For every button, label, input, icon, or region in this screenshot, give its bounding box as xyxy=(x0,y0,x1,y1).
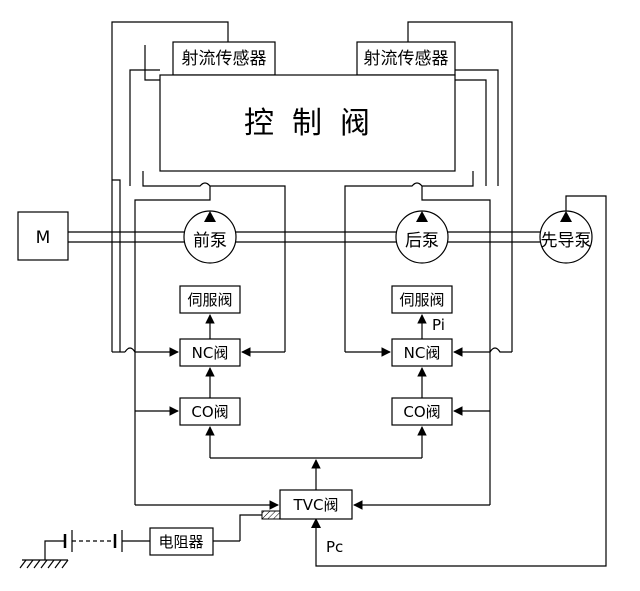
nc-valve-right-label: NC阀 xyxy=(404,344,441,362)
control-valve-box xyxy=(159,74,456,172)
nc-valve-left-box xyxy=(179,338,241,367)
right-sensor-loop-b xyxy=(455,79,487,186)
jet-sensor-left-box xyxy=(172,41,276,76)
left-outer-feedback-line xyxy=(111,21,229,352)
front-pump-label: 前泵 xyxy=(193,231,227,251)
control-valve-label: 控制阀 xyxy=(244,106,388,141)
rear-pump-arrow-icon xyxy=(416,211,428,222)
right-pump-housing-line xyxy=(344,171,474,352)
ground-icon xyxy=(19,559,69,569)
resistor-label: 电阻器 xyxy=(158,533,203,551)
servo-valve-right-label: 伺服阀 xyxy=(399,291,444,309)
pilot-pump-label: 先导泵 xyxy=(541,231,592,251)
pc-arrow-icon xyxy=(311,518,321,528)
ground-wire xyxy=(44,540,65,560)
right-nc-feed-right xyxy=(453,347,512,357)
front-pump-arrow-icon xyxy=(204,211,216,222)
co-valve-left-box xyxy=(179,397,241,426)
jet-sensor-right-label: 射流传感器 xyxy=(364,49,449,69)
rear-pump-label: 后泵 xyxy=(405,231,439,251)
motor-box xyxy=(17,211,69,261)
motor-label: M xyxy=(36,228,51,248)
pilot-pressure-line xyxy=(315,195,607,567)
right-sensor-loop xyxy=(455,69,499,186)
left-pump-housing-line xyxy=(142,171,286,352)
co-valve-right-box xyxy=(391,397,453,426)
tvc-valve-label: TVC阀 xyxy=(293,496,339,514)
resistor-to-solenoid-line xyxy=(239,514,262,541)
left-inner-line-a xyxy=(112,179,121,352)
jet-sensor-right-box xyxy=(356,41,456,76)
left-pump-inner-line xyxy=(134,186,211,352)
right-outer-feedback-line xyxy=(407,21,513,352)
nc-valve-right-box xyxy=(391,338,453,367)
pc-label: Pc xyxy=(326,538,343,556)
left-nc-feed-b xyxy=(124,347,179,357)
co-valve-right-label: CO阀 xyxy=(403,403,440,421)
pi-label: Pi xyxy=(432,316,445,334)
tvc-valve-box xyxy=(279,489,353,520)
co-valve-left-label: CO阀 xyxy=(191,403,228,421)
jet-sensor-left-label: 射流传感器 xyxy=(182,49,267,69)
pilot-pump-arrow-icon xyxy=(560,211,572,222)
left-sensor-loop xyxy=(129,69,160,186)
servo-valve-left-label: 伺服阀 xyxy=(187,291,232,309)
solenoid-icon xyxy=(261,510,281,520)
nc-valve-left-label: NC阀 xyxy=(192,344,229,362)
right-pump-inner-line xyxy=(421,186,491,352)
servo-valve-right-box xyxy=(391,285,453,314)
servo-valve-left-box xyxy=(179,285,241,314)
